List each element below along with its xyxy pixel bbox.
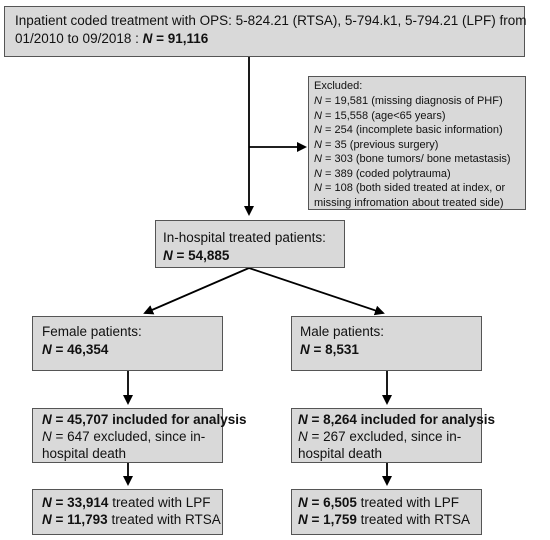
male-excluded-line2: hospital death <box>298 446 383 461</box>
excluded-item-text: = 35 (previous surgery) <box>321 138 439 151</box>
male-lpf-line: N = 6,505 treated with LPF <box>298 494 459 511</box>
male-n-label: N <box>300 342 310 357</box>
female-rtsa-value: = 11,793 <box>51 512 108 527</box>
male-treated-n-label: N <box>298 495 308 510</box>
male-excluded-text: = 267 excluded, since in- <box>307 429 462 444</box>
female-treated-n-label: N <box>42 512 52 527</box>
male-analysis-n-label: N <box>298 429 308 444</box>
female-treated-box <box>32 489 223 535</box>
inhospital-title: In-hospital treated patients: <box>163 230 326 245</box>
excluded-n-label: N <box>314 124 322 136</box>
inhospital-box <box>155 220 345 268</box>
top-box-n-label: N <box>142 31 153 46</box>
excluded-item-text: = 15,558 (age<65 years) <box>321 109 446 122</box>
excluded-item: N = 254 (incomplete basic information) <box>314 123 503 138</box>
female-treated-n-label: N <box>42 495 52 510</box>
female-rtsa-line: N = 11,793 treated with RTSA <box>42 511 221 528</box>
female-analysis-n-label: N <box>42 412 52 427</box>
excluded-item: N = 19,581 (missing diagnosis of PHF) <box>314 94 503 109</box>
male-excluded-line1: N = 267 excluded, since in- <box>298 428 461 445</box>
top-box <box>4 6 525 57</box>
male-value: = 8,531 <box>309 342 359 357</box>
male-count: N = 8,531 <box>300 341 359 358</box>
female-title: Female patients: <box>42 324 142 339</box>
male-lpf-text: treated with LPF <box>356 495 459 510</box>
female-box <box>32 316 223 371</box>
excluded-n-label: N <box>314 182 322 194</box>
excluded-continuation: missing infromation about treated side) <box>314 196 504 209</box>
female-lpf-line: N = 33,914 treated with LPF <box>42 494 211 511</box>
male-analysis-box <box>291 408 482 463</box>
excluded-item-text: = 389 (coded polytrauma) <box>321 167 451 180</box>
female-count: N = 46,354 <box>42 341 108 358</box>
top-box-line1: Inpatient coded treatment with OPS: 5-82… <box>15 13 527 28</box>
top-box-line2: 01/2010 to 09/2018 : N = 91,116 <box>15 30 208 47</box>
male-title: Male patients: <box>300 324 385 339</box>
inhospital-count: N = 54,885 <box>163 247 229 264</box>
female-analysis-n-label: N <box>42 429 52 444</box>
excluded-n-label: N <box>314 167 322 180</box>
male-rtsa-value: = 1,759 <box>307 512 357 527</box>
male-treated-n-label: N <box>298 512 308 527</box>
female-excluded-line2: hospital death <box>42 446 127 461</box>
excluded-n-label: N <box>314 95 322 107</box>
female-excluded-text: = 647 excluded, since in- <box>51 429 206 444</box>
female-rtsa-text: treated with RTSA <box>107 512 221 527</box>
excluded-item: N = 108 (both sided treated at index, or <box>314 181 505 196</box>
male-box <box>291 316 482 371</box>
male-rtsa-line: N = 1,759 treated with RTSA <box>298 511 470 528</box>
excluded-n-label: N <box>314 153 322 165</box>
male-included-text: = 8,264 included for analysis <box>307 412 495 427</box>
inhospital-n-label: N <box>163 248 173 263</box>
top-box-line2-prefix: 01/2010 to 09/2018 : <box>15 31 143 46</box>
excluded-n-label: N <box>314 138 322 151</box>
male-included: N = 8,264 included for analysis <box>298 411 495 428</box>
excluded-item-text: = 19,581 (missing diagnosis of PHF) <box>321 95 503 107</box>
female-lpf-value: = 33,914 <box>51 495 109 510</box>
excluded-item: N = 15,558 (age<65 years) <box>314 109 445 124</box>
excluded-title: Excluded: <box>314 80 363 92</box>
female-lpf-text: treated with LPF <box>108 495 211 510</box>
female-n-label: N <box>42 342 52 357</box>
male-lpf-value: = 6,505 <box>307 495 357 510</box>
excluded-item-text: = 254 (incomplete basic information) <box>321 124 503 136</box>
female-analysis-box <box>32 408 223 463</box>
excluded-n-label: N <box>314 109 322 122</box>
excluded-box <box>308 76 526 210</box>
excluded-item: N = 389 (coded polytrauma) <box>314 167 451 182</box>
male-treated-box <box>291 489 482 535</box>
female-included-text: = 45,707 included for analysis <box>51 412 247 427</box>
arrow-to-male <box>248 267 385 316</box>
excluded-item-text: = 108 (both sided treated at index, or <box>321 182 506 194</box>
excluded-item-text: = 303 (bone tumors/ bone metastasis) <box>321 153 511 165</box>
arrow-to-female <box>143 267 250 315</box>
male-analysis-n-label: N <box>298 412 308 427</box>
male-rtsa-text: treated with RTSA <box>356 512 470 527</box>
female-excluded-line1: N = 647 excluded, since in- <box>42 428 205 445</box>
inhospital-value: = 54,885 <box>172 248 230 263</box>
female-included: N = 45,707 included for analysis <box>42 411 246 428</box>
female-value: = 46,354 <box>51 342 109 357</box>
top-box-total: = 91,116 <box>152 31 209 46</box>
excluded-item: N = 35 (previous surgery) <box>314 138 438 153</box>
excluded-item: N = 303 (bone tumors/ bone metastasis) <box>314 152 511 167</box>
